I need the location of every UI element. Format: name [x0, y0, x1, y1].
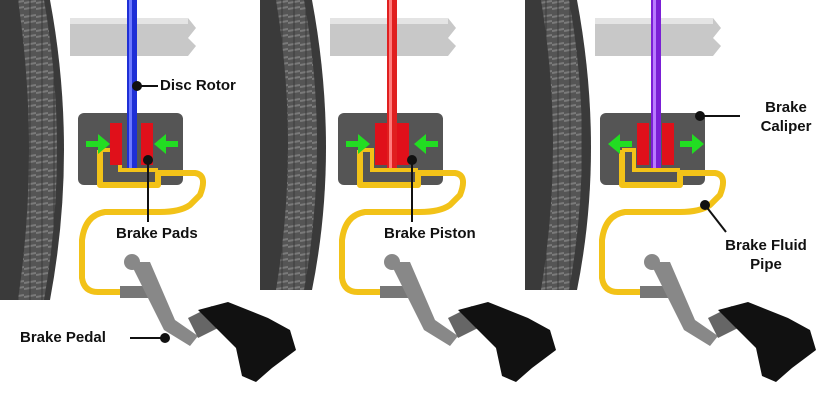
- arrow-right: [414, 134, 438, 154]
- label-brake-piston: Brake Piston: [384, 225, 476, 242]
- brake-pad-left: [637, 123, 649, 165]
- label-brake-caliper: Brake Caliper: [746, 98, 825, 136]
- label-brake-fluid-pipe-line1: Brake Fluid: [725, 237, 807, 254]
- foot-shoe: [198, 302, 296, 382]
- panel-2: [260, 0, 556, 382]
- foot-shoe: [458, 302, 556, 382]
- brake-pad-left: [110, 123, 122, 165]
- foot-shoe: [718, 302, 816, 382]
- arrow-left: [86, 134, 110, 154]
- arrow-left: [608, 134, 632, 154]
- arrow-right: [680, 134, 704, 154]
- brake-pad-left: [375, 123, 387, 165]
- label-brake-caliper-line1: Brake: [765, 99, 807, 116]
- arrow-left: [346, 134, 370, 154]
- brake-fluid-pipe: [79, 150, 207, 295]
- brake-pad-right: [141, 123, 153, 165]
- label-brake-pedal: Brake Pedal: [20, 329, 106, 346]
- brake-pedal: [120, 254, 222, 346]
- panel-1: [0, 0, 296, 382]
- label-brake-pads: Brake Pads: [116, 225, 198, 242]
- brake-pedal: [380, 254, 482, 346]
- brake-fluid-pipe: [339, 150, 467, 295]
- arrow-right: [154, 134, 178, 154]
- label-brake-caliper-line2: Caliper: [760, 118, 812, 135]
- panel-3: [525, 0, 816, 382]
- brake-pad-right: [662, 123, 674, 165]
- brake-fluid-pipe: [599, 150, 727, 295]
- brake-pad-right: [397, 123, 409, 165]
- label-brake-fluid-pipe: Brake Fluid Pipe: [712, 236, 820, 274]
- label-disc-rotor: Disc Rotor: [160, 77, 236, 94]
- label-brake-fluid-pipe-line2: Pipe: [750, 256, 782, 273]
